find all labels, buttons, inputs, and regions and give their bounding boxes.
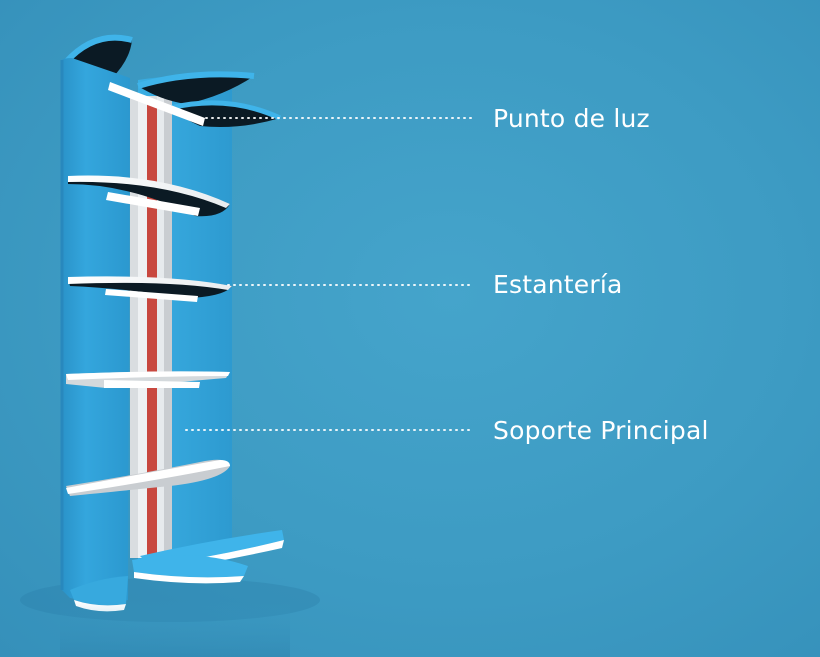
shelf-2	[68, 276, 232, 302]
label-shelf: Estantería	[493, 270, 623, 299]
top-cap-rim	[63, 34, 133, 65]
shelf-3	[66, 371, 230, 388]
label-main-support: Soporte Principal	[493, 416, 709, 445]
base-leaf-front	[132, 555, 248, 584]
lamp-leaf-top	[137, 71, 255, 104]
main-panel	[62, 58, 130, 603]
label-light-point: Punto de luz	[493, 104, 650, 133]
shelf-1	[68, 175, 230, 217]
floor-reflection	[60, 600, 290, 657]
top-shelf-bar	[108, 82, 205, 126]
shelf-4	[66, 459, 230, 496]
